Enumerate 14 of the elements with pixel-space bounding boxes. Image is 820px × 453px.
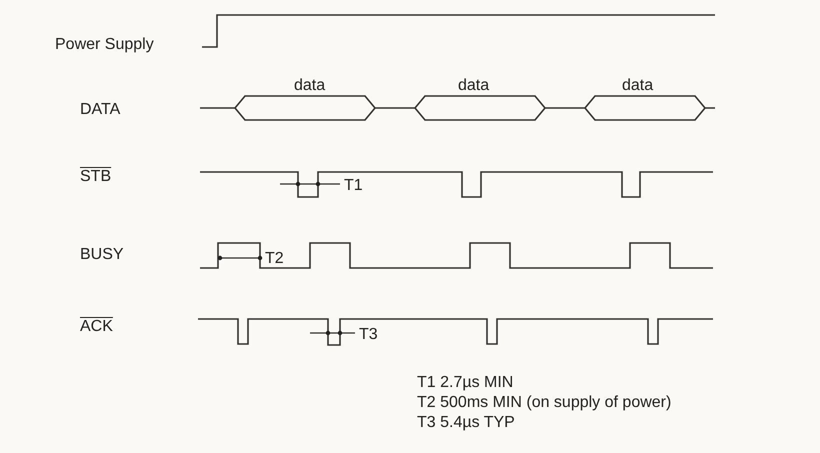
- timing-label: T3: [359, 326, 378, 344]
- timing-note: T3 5.4µs TYP: [417, 414, 515, 432]
- timing-note: T2 500ms MIN (on supply of power): [417, 394, 672, 412]
- data-label: data: [622, 77, 654, 95]
- timing-note: T1 2.7µs MIN: [417, 374, 514, 392]
- data-label: data: [458, 77, 490, 95]
- signal-name: STB: [80, 168, 112, 186]
- timing-label: T1: [344, 177, 363, 195]
- data-label: data: [294, 77, 326, 95]
- signal-name: BUSY: [80, 246, 124, 264]
- signal-name: DATA: [80, 101, 120, 119]
- signal-name: Power Supply: [55, 36, 154, 54]
- timing-label: T2: [265, 250, 284, 268]
- signal-name: ACK: [80, 318, 113, 336]
